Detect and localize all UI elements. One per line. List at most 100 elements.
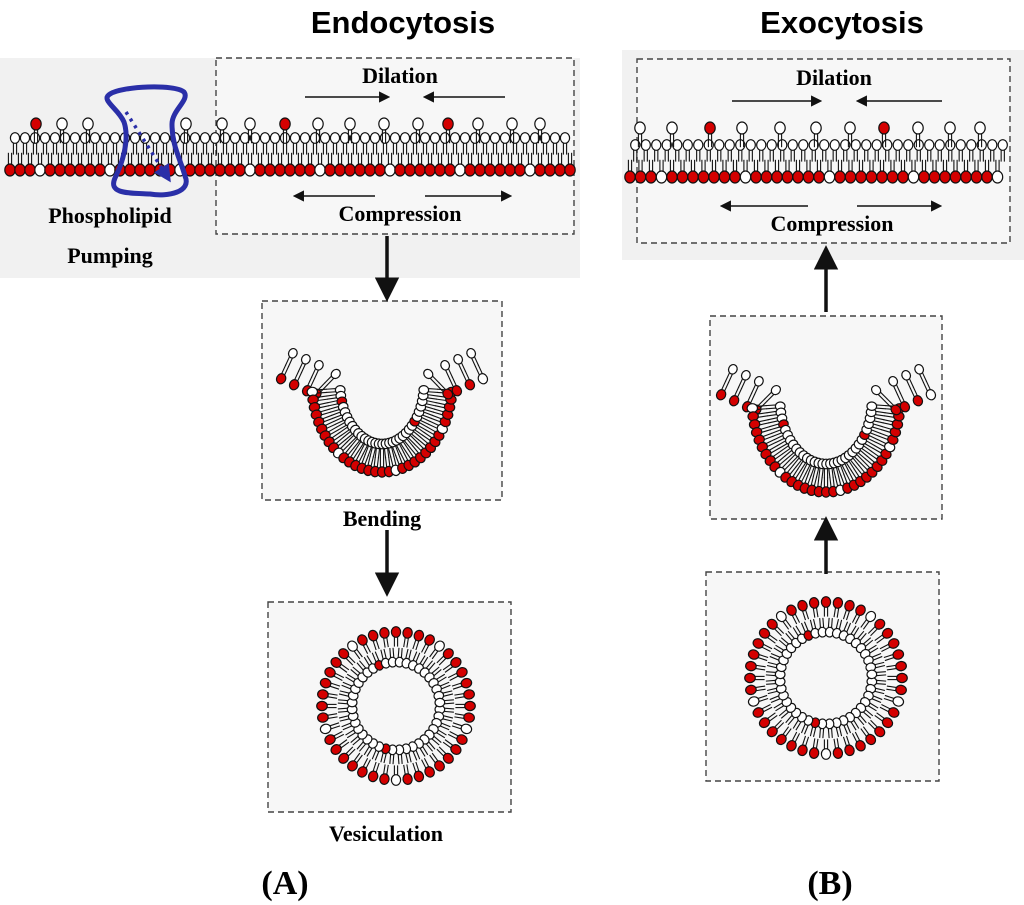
lipid-head <box>645 170 657 184</box>
lipid-head <box>534 163 546 177</box>
lipid-head <box>866 401 878 412</box>
lipid-head <box>450 657 462 668</box>
lipid-head <box>423 368 434 380</box>
lipid-head <box>434 760 445 772</box>
lipid-head <box>402 773 413 785</box>
lipid-head <box>489 132 501 144</box>
lipid-head <box>887 638 900 649</box>
lipid-head <box>244 163 256 177</box>
pumping-label-line2: Pumping <box>67 243 153 268</box>
lipid-head <box>379 627 390 639</box>
lipid-head <box>384 163 396 177</box>
lipid-head <box>887 707 900 718</box>
lipid-head <box>960 170 972 184</box>
lipid-head <box>912 121 924 135</box>
lipid-head <box>460 723 473 735</box>
lipid-head <box>194 163 206 177</box>
lipid-head <box>179 132 191 144</box>
lipid-head <box>442 117 454 131</box>
endo-bent-bilayer <box>275 347 489 478</box>
lipid-head <box>819 139 830 151</box>
lipid-head <box>464 700 476 712</box>
lipid-head <box>966 139 977 151</box>
lipid-head <box>429 132 441 144</box>
lipid-head <box>424 634 435 646</box>
lipid-head <box>798 139 809 151</box>
lipid-head <box>390 626 402 638</box>
lipid-head <box>329 132 341 144</box>
lipid-head <box>797 599 808 612</box>
lipid-head <box>279 117 291 131</box>
lipid-head <box>808 747 820 759</box>
lipid-head <box>792 170 804 184</box>
lipid-head <box>450 744 462 755</box>
lipid-head <box>434 163 446 177</box>
lipid-head <box>472 117 484 131</box>
lipid-head <box>402 627 413 639</box>
lipid-head <box>974 121 986 135</box>
lipid-head <box>981 170 993 184</box>
lipid-head <box>640 139 651 151</box>
lipid-head <box>199 132 211 144</box>
endo-compression-label: Compression <box>338 201 461 226</box>
lipid-head <box>442 388 454 400</box>
lipid-head <box>244 117 256 131</box>
lipid-head <box>944 121 956 135</box>
lipid-head <box>786 739 797 752</box>
lipid-head <box>59 132 71 144</box>
lipid-head <box>369 132 381 144</box>
lipid-head <box>697 170 710 184</box>
lipid-head <box>810 121 822 135</box>
lipid-head <box>661 139 672 151</box>
lipid-head <box>939 170 951 184</box>
lipid-head <box>324 667 336 678</box>
lipid-head <box>881 627 894 639</box>
lipid-head <box>820 596 832 608</box>
lipid-head <box>878 121 890 135</box>
pumping-label-line1: Phospholipid <box>48 203 172 228</box>
lipid-head <box>434 697 446 708</box>
lipid-head <box>747 649 760 660</box>
lipid-head <box>378 117 390 131</box>
lipid-head <box>149 132 161 144</box>
lipid-head <box>30 117 42 131</box>
lipid-head <box>750 170 762 184</box>
lipid-head <box>344 117 356 131</box>
vesiculation-label: Vesiculation <box>329 821 443 846</box>
lipid-head <box>715 389 727 401</box>
lipid-head <box>463 712 475 723</box>
lipid-head <box>693 139 704 151</box>
lipid-head <box>855 604 866 617</box>
lipid-head <box>865 733 877 746</box>
lipid-head <box>736 121 748 135</box>
lipid-head <box>687 170 699 184</box>
lipid-head <box>728 395 740 407</box>
lipid-head <box>434 640 445 652</box>
endocytosis-title: Endocytosis <box>311 5 495 40</box>
lipid-head <box>357 766 368 778</box>
lipid-head <box>4 163 16 177</box>
lipid-head <box>14 163 26 177</box>
lipid-head <box>359 132 371 144</box>
lipid-head <box>64 163 76 177</box>
lipid-head <box>844 170 857 184</box>
lipid-head <box>330 744 342 755</box>
lipid-head <box>134 163 146 177</box>
lipid-head <box>752 638 765 649</box>
lipid-head <box>319 723 332 735</box>
lipid-head <box>234 163 246 177</box>
lipid-head <box>419 132 431 144</box>
lipid-head <box>524 163 536 177</box>
endo-dilation-label: Dilation <box>362 63 438 88</box>
lipid-head <box>895 684 907 696</box>
lipid-head <box>324 163 336 177</box>
lipid-head <box>666 121 678 135</box>
lipid-head <box>74 163 86 177</box>
lipid-head <box>844 599 855 612</box>
lipid-head <box>907 170 920 184</box>
lipid-head <box>758 717 771 729</box>
lipid-head <box>870 384 882 396</box>
lipid-head <box>379 132 391 144</box>
lipid-head <box>739 170 752 184</box>
lipid-head <box>955 139 966 151</box>
